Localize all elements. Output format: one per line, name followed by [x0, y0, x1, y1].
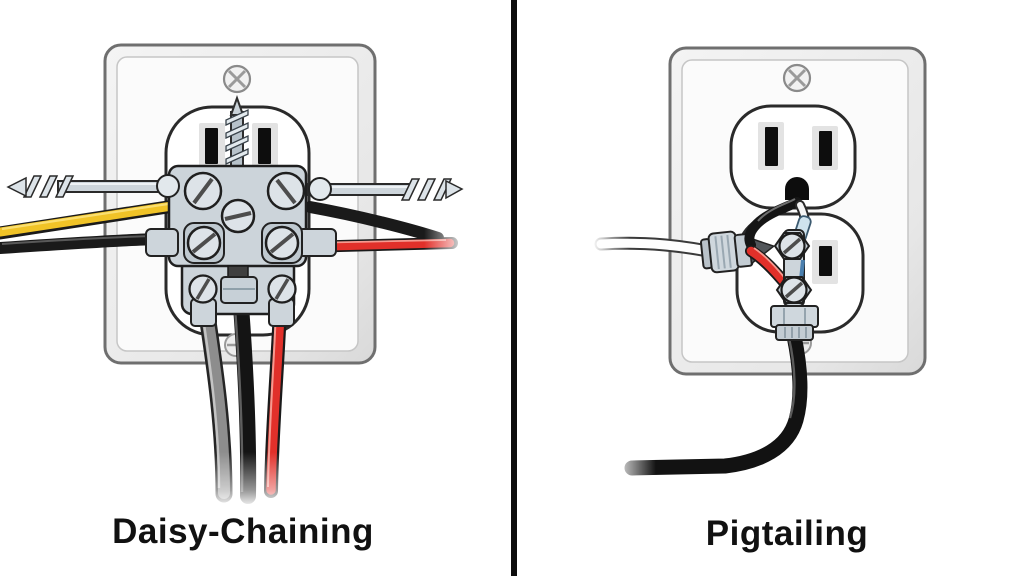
pigtailing-label: Pigtailing: [705, 514, 869, 553]
mounting-screw-vertical: [225, 94, 249, 171]
wire-tab-left: [145, 228, 179, 257]
pigtailing-illustration: [594, 46, 927, 480]
mounting-screw-horizontal-left: [6, 175, 171, 198]
receptacle-terminal-block: [145, 164, 337, 327]
black-pigtail-wire: [744, 197, 802, 250]
screw-knob-right: [308, 177, 332, 201]
white-pigtail-cable: [594, 230, 715, 258]
terminal-screw: [264, 225, 300, 261]
screw-knob-left: [156, 174, 180, 198]
yellow-wire: [0, 201, 177, 237]
terminal-strap: [773, 229, 813, 307]
plate-screw-top-right-outlet: [782, 63, 812, 93]
terminal-screw: [186, 225, 222, 261]
daisy-chaining-illustration: [0, 43, 466, 506]
terminal-screw: [188, 274, 218, 304]
daisy-chaining-label: Daisy-Chaining: [112, 512, 374, 551]
divider-line: [511, 0, 517, 576]
black-wire-left: [0, 233, 164, 254]
cable-clamp-fitting: [770, 305, 819, 341]
ground-hole: [785, 177, 809, 200]
wire-tab-right: [297, 228, 337, 257]
outlet-face-upper-right: [729, 104, 857, 210]
terminal-screw: [267, 274, 297, 304]
terminal-screw: [266, 171, 306, 211]
terminal-screw-center: [220, 198, 256, 234]
ground-clamp: [220, 265, 258, 304]
terminal-screw: [183, 171, 223, 211]
black-outgoing-cable: [614, 328, 808, 480]
plate-screw-top-left-outlet: [222, 64, 252, 94]
